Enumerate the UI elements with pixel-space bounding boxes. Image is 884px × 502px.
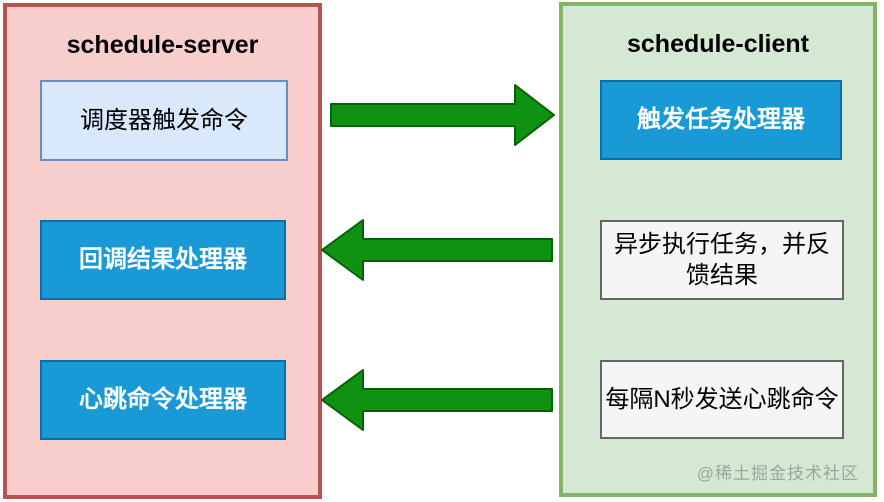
node-label: 触发任务处理器 bbox=[637, 106, 805, 134]
client-panel-title: schedule-client bbox=[627, 30, 809, 58]
node-label: 异步执行任务，并反馈结果 bbox=[614, 230, 830, 289]
node-heartbeat-command-handler: 心跳命令处理器 bbox=[40, 360, 286, 440]
client-to-server-result-arrow-icon bbox=[321, 219, 553, 281]
node-async-execute-task: 异步执行任务，并反馈结果 bbox=[600, 220, 844, 300]
server-to-client-arrow-icon bbox=[330, 84, 555, 146]
schedule-server-panel: schedule-server 调度器触发命令 回调结果处理器 心跳命令处理器 bbox=[3, 3, 322, 499]
node-send-heartbeat-every-n-seconds: 每隔N秒发送心跳命令 bbox=[600, 360, 844, 439]
node-label: 调度器触发命令 bbox=[80, 106, 248, 134]
watermark: @稀土掘金技术社区 bbox=[696, 464, 859, 483]
schedule-client-panel: schedule-client 触发任务处理器 异步执行任务，并反馈结果 每隔N… bbox=[559, 2, 877, 497]
node-callback-result-handler: 回调结果处理器 bbox=[40, 220, 286, 300]
node-label: 每隔N秒发送心跳命令 bbox=[605, 385, 839, 413]
server-panel-title: schedule-server bbox=[66, 31, 259, 59]
node-trigger-task-handler: 触发任务处理器 bbox=[600, 80, 842, 160]
client-to-server-heartbeat-arrow-icon bbox=[321, 369, 553, 431]
node-label: 心跳命令处理器 bbox=[79, 386, 247, 414]
node-scheduler-trigger-command: 调度器触发命令 bbox=[40, 80, 288, 161]
node-label: 回调结果处理器 bbox=[79, 246, 247, 274]
